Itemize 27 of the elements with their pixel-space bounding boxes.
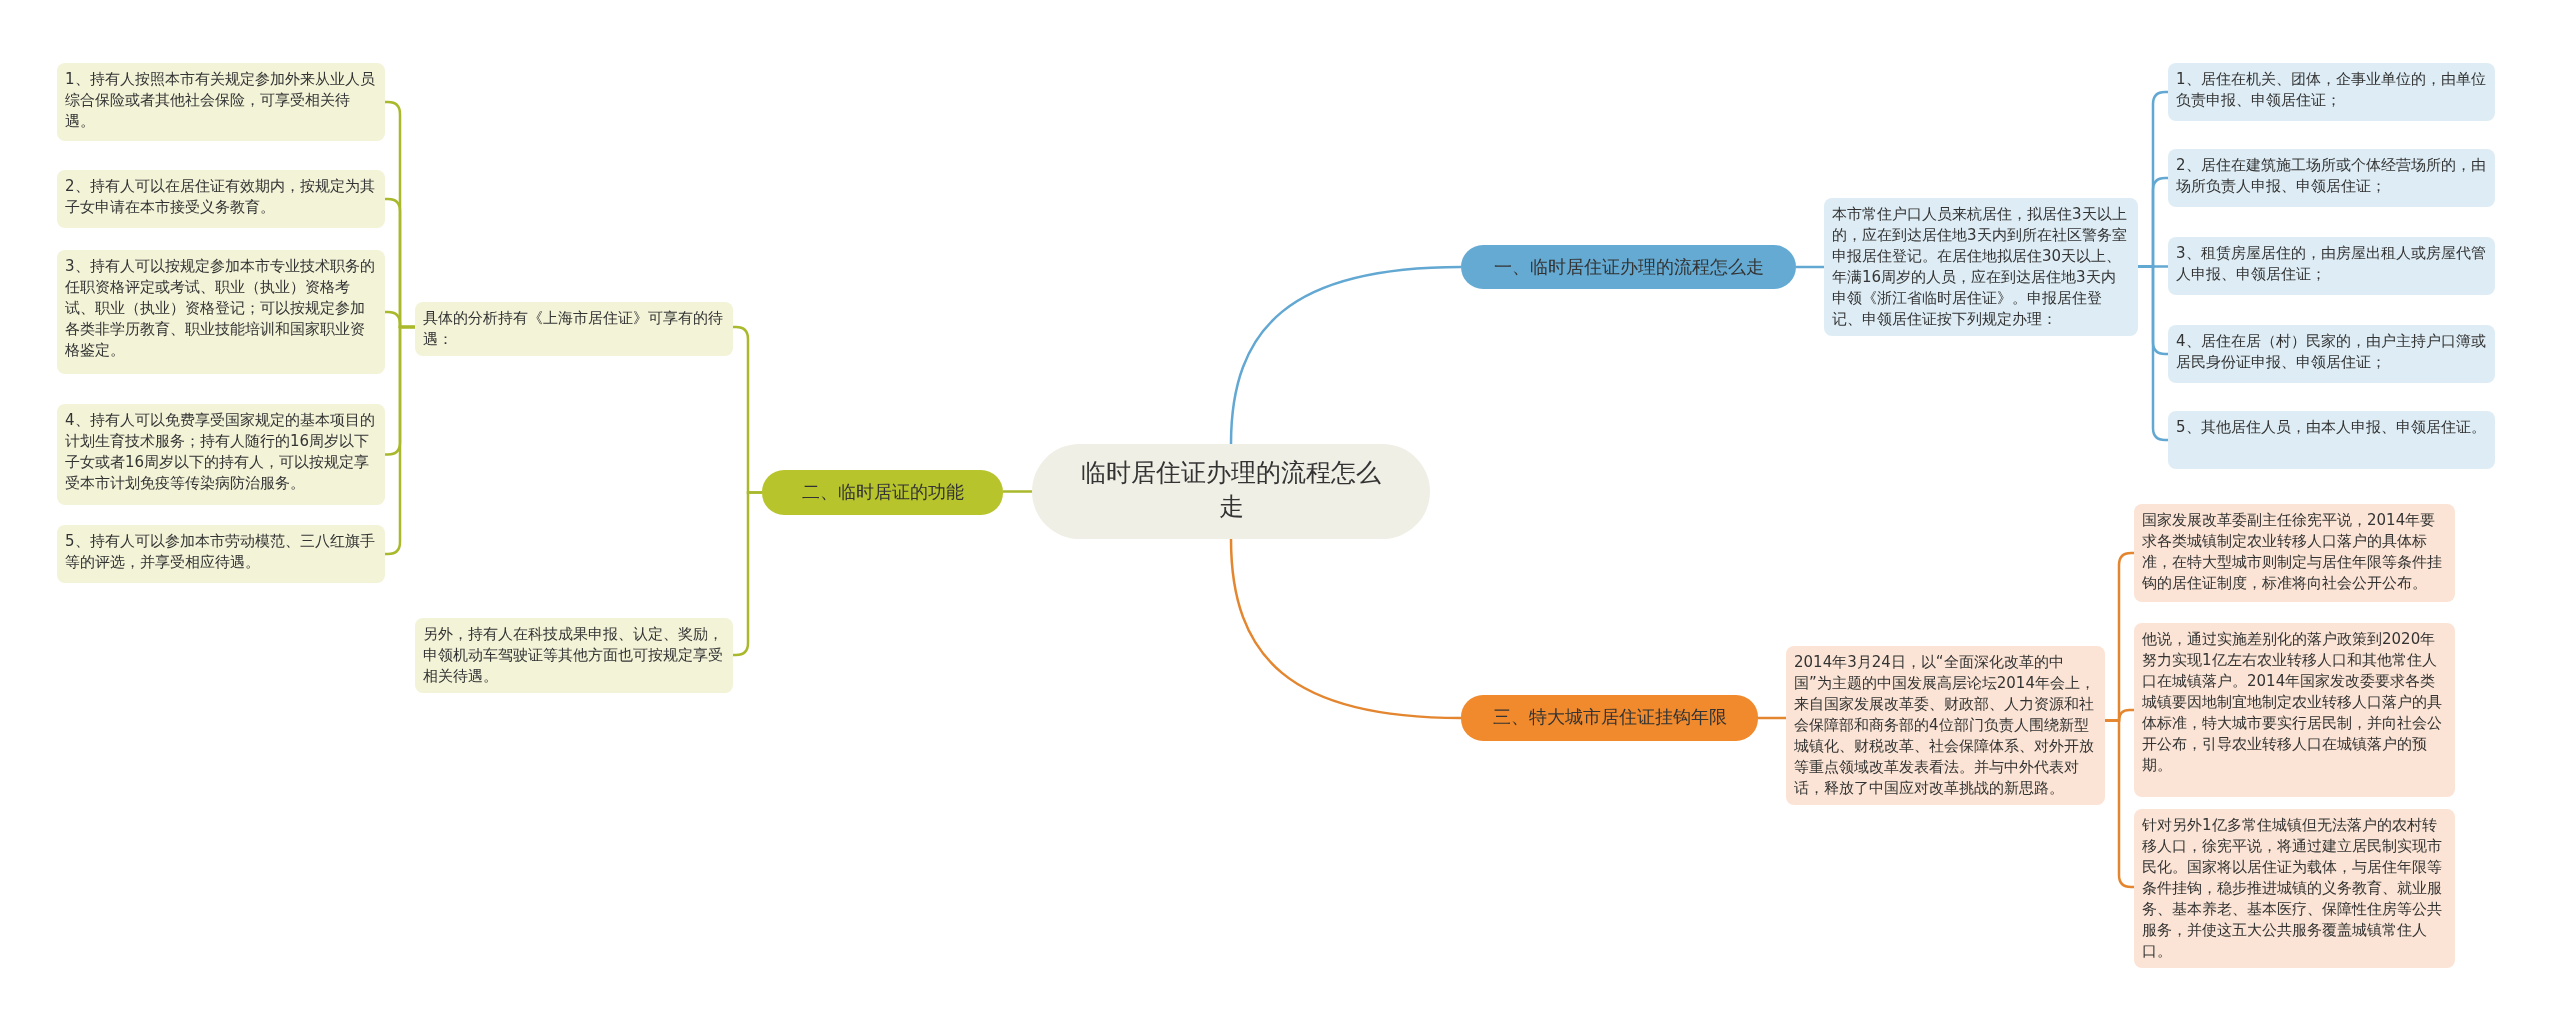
topic-box: 本市常住户口人员来杭居住，拟居住3天以上的，应在到达居住地3天内到所在社区警务室申报居住登记。在居住地拟居住30天以上、年满16周岁的人员，应在到达居住地3天内申领《浙江省临时居住证》。申报居住登记、申领居住证按下列规定办理： bbox=[1824, 198, 2138, 336]
topic-box: 4、居住在居（村）民家的，由户主持户口簿或居民身份证申报、申领居住证； bbox=[2168, 325, 2495, 383]
topic-box: 国家发展改革委副主任徐宪平说，2014年要求各类城镇制定农业转移人口落户的具体标准，在特大型城市则制定与居住年限等条件挂钩的居住证制度，标准将向社会公开公布。 bbox=[2134, 504, 2455, 602]
topic-box: 3、持有人可以按规定参加本市专业技术职务的任职资格评定或考试、职业（执业）资格考试、职业（执业）资格登记；可以按规定参加各类非学历教育、职业技能培训和国家职业资格鉴定。 bbox=[57, 250, 385, 374]
topic-box: 1、持有人按照本市有关规定参加外来从业人员综合保险或者其他社会保险，可享受相关待遇。 bbox=[57, 63, 385, 141]
topic-box: 2014年3月24日，以“全面深化改革的中国”为主题的中国发展高层论坛2014年会上，来自国家发展改革委、财政部、人力资源和社会保障部和商务部的4位部门负责人围绕新型城镇化、财税改革、社会保障体系、对外开放等重点领域改革发表看法。并与中外代表对话，释放了中国应对改革挑战的新思路。 bbox=[1786, 646, 2105, 805]
topic-box: 另外，持有人在科技成果申报、认定、奖励，申领机动车驾驶证等其他方面也可按规定享受相关待遇。 bbox=[415, 618, 733, 693]
central-topic: 临时居住证办理的流程怎么走 bbox=[1032, 444, 1430, 539]
topic-box: 5、持有人可以参加本市劳动模范、三八红旗手等的评选，并享受相应待遇。 bbox=[57, 525, 385, 583]
topic-box: 2、持有人可以在居住证有效期内，按规定为其子女申请在本市接受义务教育。 bbox=[57, 170, 385, 228]
topic-box: 2、居住在建筑施工场所或个体经营场所的，由场所负责人申报、申领居住证； bbox=[2168, 149, 2495, 207]
branch-topic: 三、特大城市居住证挂钩年限 bbox=[1461, 695, 1758, 741]
topic-box: 具体的分析持有《上海市居住证》可享有的待遇： bbox=[415, 302, 733, 356]
branch-topic: 二、临时居证的功能 bbox=[762, 470, 1003, 515]
topic-box: 4、持有人可以免费享受国家规定的基本项目的计划生育技术服务；持有人随行的16周岁以下子女或者16周岁以下的持有人，可以按规定享受本市计划免疫等传染病防治服务。 bbox=[57, 404, 385, 505]
branch-topic: 一、临时居住证办理的流程怎么走 bbox=[1461, 245, 1796, 289]
topic-box: 5、其他居住人员，由本人申报、申领居住证。 bbox=[2168, 411, 2495, 469]
connector-line bbox=[1229, 538, 1462, 720]
topic-box: 1、居住在机关、团体，企事业单位的，由单位负责申报、申领居住证； bbox=[2168, 63, 2495, 121]
connector-line bbox=[2138, 265, 2168, 442]
topic-box: 3、租赁房屋居住的，由房屋出租人或房屋代管人申报、申领居住证； bbox=[2168, 237, 2495, 295]
topic-box: 他说，通过实施差别化的落户政策到2020年努力实现1亿左右农业转移人口和其他常住人口在城镇落户。2014年国家发改委要求各类城镇要因地制宜地制定农业转移人口落户的具体标准，特大城市要实行居民制，并向社会公开公布，引导农业转移人口在城镇落户的预期。 bbox=[2134, 623, 2455, 797]
connector-line bbox=[1796, 265, 1824, 269]
topic-box: 针对另外1亿多常住城镇但无法落户的农村转移人口，徐宪平说，将通过建立居民制实现市民化。国家将以居住证为载体，与居住年限等条件挂钩，稳步推进城镇的义务教育、就业服务、基本养老、基本医疗、保障性住房等公共服务，并使这五大公共服务覆盖城镇常住人口。 bbox=[2134, 809, 2455, 968]
connector-line bbox=[1229, 265, 1462, 445]
connector-line bbox=[1003, 490, 1032, 493]
connector-line bbox=[1758, 716, 1786, 720]
